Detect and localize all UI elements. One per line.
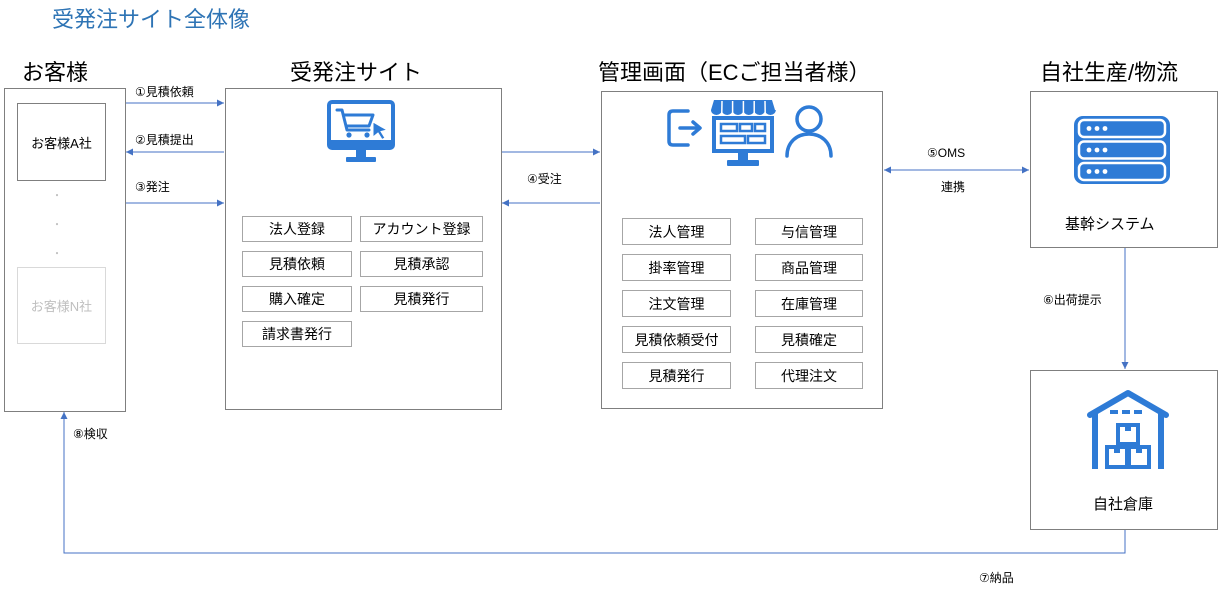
- oms-link-label: 連携: [941, 180, 966, 194]
- customer-heading: お客様: [22, 60, 89, 85]
- site-function-invoice-issue: 請求書発行: [242, 321, 352, 347]
- order-received-label: ④受注: [527, 172, 562, 186]
- site-function-purchase-confirmation: 購入確定: [242, 286, 352, 312]
- admin-function-credit-management: 与信管理: [755, 218, 863, 245]
- admin-function-quote-confirmation: 見積確定: [755, 326, 863, 353]
- site-function-quote-request: 見積依頼: [242, 251, 352, 277]
- shopping-cart-monitor-icon: [327, 100, 395, 166]
- warehouse-label: 自社倉庫: [1093, 496, 1154, 513]
- ellipsis-dot: ・: [52, 249, 62, 260]
- login-icon: [666, 108, 704, 148]
- admin-function-quote-request-intake: 見積依頼受付: [622, 326, 731, 353]
- site-function-quote-approval: 見積承認: [360, 251, 483, 277]
- customer-a-box: お客様A社: [17, 103, 106, 181]
- admin-function-rate-management: 掛率管理: [622, 254, 731, 281]
- admin-function-corporate-management: 法人管理: [622, 218, 731, 245]
- customer-n-label: お客様N社: [30, 299, 93, 314]
- shipping-instruction-label: ⑥出荷提示: [1043, 293, 1102, 307]
- quote-request-label: ①見積依頼: [135, 85, 194, 99]
- site-function-account-registration: アカウント登録: [360, 216, 483, 242]
- admin-function-grid: 法人管理 与信管理 掛率管理 商品管理 注文管理 在庫管理 見積依頼受付 見積確…: [622, 218, 863, 389]
- quote-submit-label: ②見積提出: [135, 133, 194, 147]
- site-function-quote-issue: 見積発行: [360, 286, 483, 312]
- delivery-arrow: [60, 412, 1126, 554]
- logistics-heading: 自社生産/物流: [1040, 60, 1179, 85]
- user-icon: [782, 104, 836, 158]
- inspection-label: ⑧検収: [73, 427, 108, 441]
- page-title: 受発注サイト全体像: [52, 7, 251, 32]
- oms-label: ⑤OMS: [927, 146, 966, 160]
- server-icon: [1073, 115, 1171, 185]
- admin-function-quote-issue: 見積発行: [622, 362, 731, 389]
- admin-heading: 管理画面（ECご担当者様）: [598, 60, 871, 85]
- admin-panel: 法人管理 与信管理 掛率管理 商品管理 注文管理 在庫管理 見積依頼受付 見積確…: [601, 91, 883, 409]
- site-function-grid: 法人登録 アカウント登録 見積依頼 見積承認 購入確定 見積発行 請求書発行: [242, 216, 483, 347]
- delivery-label: ⑦納品: [979, 571, 1014, 585]
- customer-a-label: お客様A社: [31, 135, 92, 151]
- admin-function-proxy-order: 代理注文: [755, 362, 863, 389]
- warehouse-icon: [1085, 387, 1171, 472]
- core-system-panel: 基幹システム: [1030, 91, 1218, 248]
- ellipsis-dot: ・: [52, 220, 62, 231]
- warehouse-panel: 自社倉庫: [1030, 370, 1218, 530]
- admin-function-product-management: 商品管理: [755, 254, 863, 281]
- core-system-label: 基幹システム: [1065, 216, 1155, 233]
- customer-panel: お客様A社 ・ ・ ・ お客様N社: [4, 88, 126, 412]
- admin-function-order-management: 注文管理: [622, 290, 731, 317]
- admin-function-inventory-management: 在庫管理: [755, 290, 863, 317]
- order-label: ③発注: [135, 180, 170, 194]
- site-function-corporate-registration: 法人登録: [242, 216, 352, 242]
- order-site-panel: 法人登録 アカウント登録 見積依頼 見積承認 購入確定 見積発行 請求書発行: [225, 88, 502, 410]
- site-heading: 受発注サイト: [290, 60, 423, 85]
- storefront-monitor-icon: [710, 98, 776, 168]
- ellipsis-dot: ・: [52, 191, 62, 202]
- customer-n-box: お客様N社: [17, 267, 106, 344]
